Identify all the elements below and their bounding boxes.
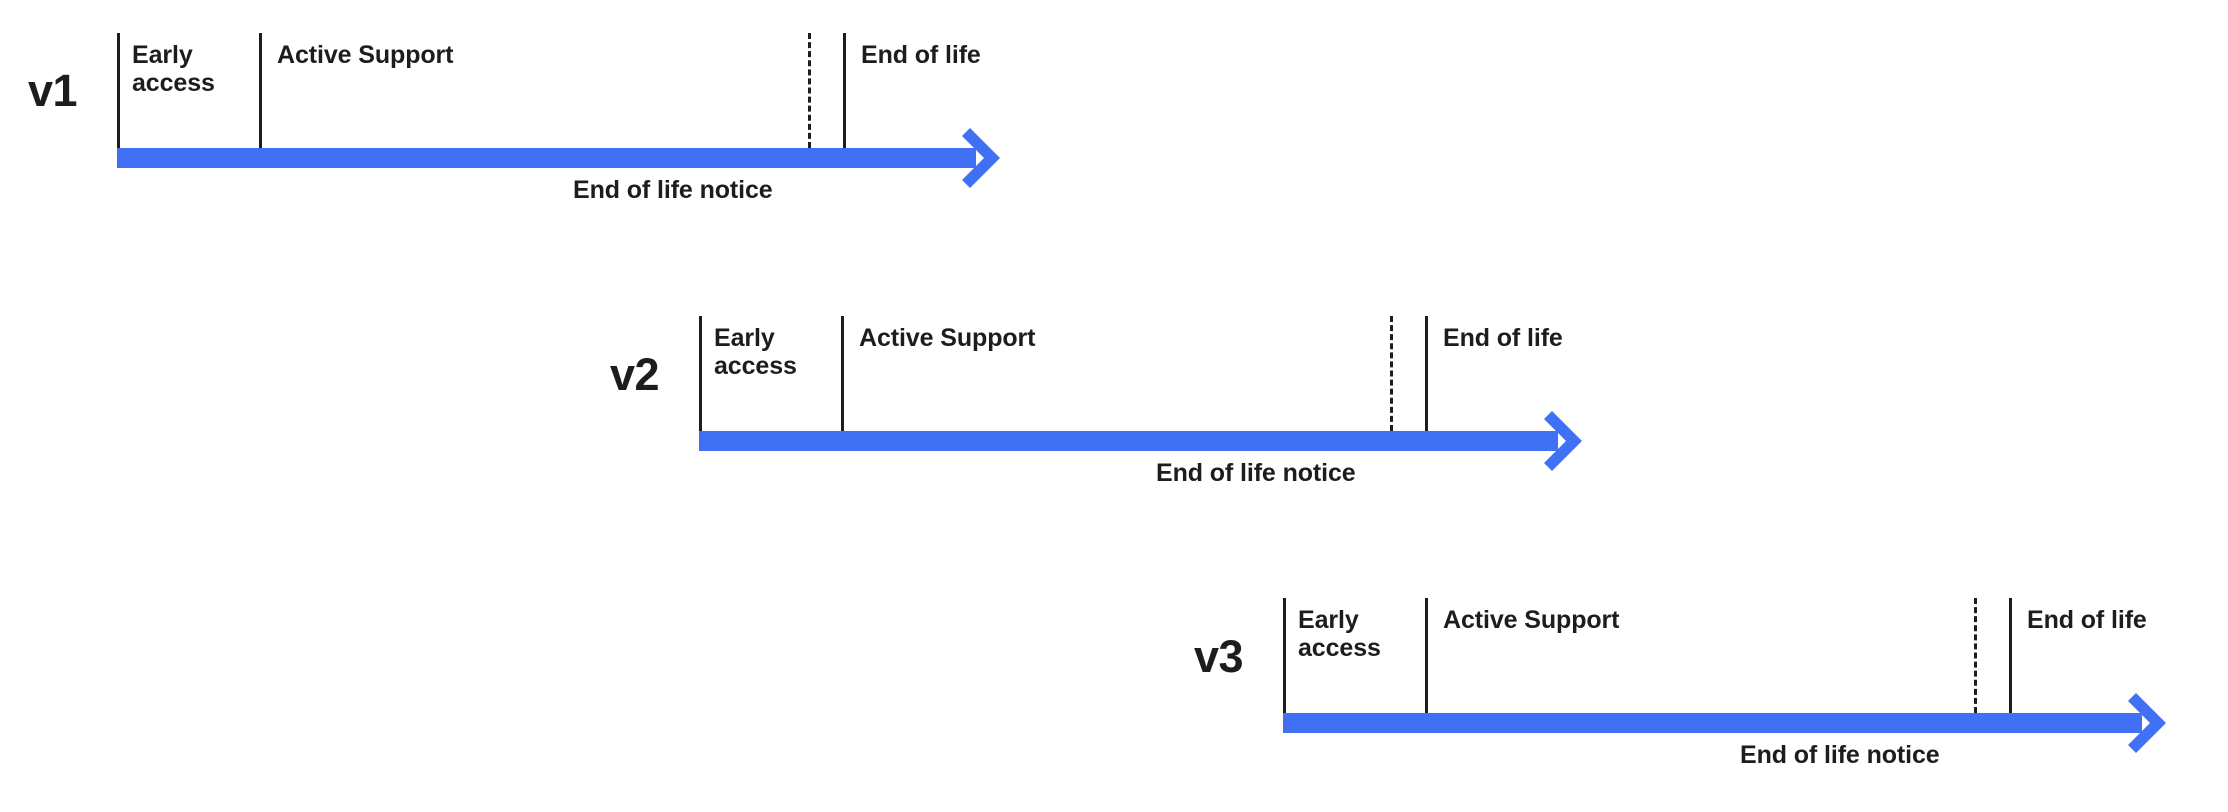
phase-label-end-of-life: End of life	[2027, 606, 2147, 634]
timeline-bar	[1283, 713, 2136, 733]
end-of-life-start-divider	[1425, 316, 1428, 431]
version-label-v1: v1	[28, 65, 78, 116]
phase-label-end-of-life: End of life	[1443, 324, 1563, 352]
phase-label-early-access: Early access	[714, 324, 797, 380]
start-divider	[117, 33, 120, 148]
end-of-life-start-divider	[843, 33, 846, 148]
phase-label-end-of-life: End of life	[861, 41, 981, 69]
timeline-arrow-icon	[1544, 411, 1600, 471]
timeline-bar	[699, 431, 1552, 451]
end-of-life-notice-label: End of life notice	[573, 176, 773, 204]
start-divider	[1283, 598, 1286, 713]
early-access-end-divider	[259, 33, 262, 148]
timeline-arrow-icon	[962, 128, 1018, 188]
end-of-life-notice-label: End of life notice	[1156, 459, 1356, 487]
end-of-life-notice-marker	[808, 33, 811, 148]
end-of-life-notice-label: End of life notice	[1740, 741, 1940, 769]
phase-label-active-support: Active Support	[277, 41, 454, 69]
early-access-end-divider	[1425, 598, 1428, 713]
phase-label-early-access: Early access	[132, 41, 215, 97]
end-of-life-notice-marker	[1390, 316, 1393, 431]
phase-label-early-access: Early access	[1298, 606, 1381, 662]
timeline-arrow-icon	[2128, 693, 2184, 753]
start-divider	[699, 316, 702, 431]
phase-label-active-support: Active Support	[1443, 606, 1620, 634]
version-label-v2: v2	[610, 349, 660, 400]
version-label-v3: v3	[1194, 631, 1244, 682]
early-access-end-divider	[841, 316, 844, 431]
end-of-life-notice-marker	[1974, 598, 1977, 713]
timeline-bar	[117, 148, 970, 168]
phase-label-active-support: Active Support	[859, 324, 1036, 352]
end-of-life-start-divider	[2009, 598, 2012, 713]
